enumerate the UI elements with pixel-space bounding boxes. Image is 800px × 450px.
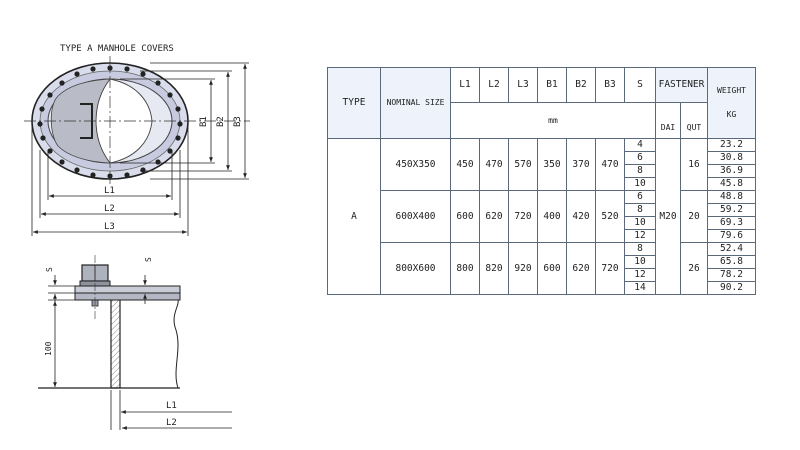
dim-label-l2: L2 (104, 204, 115, 214)
cell-qut: 20 (680, 190, 708, 243)
header-s: S (624, 67, 656, 103)
cell-weight: 30.8 (707, 151, 756, 165)
cell-b1: 350 (537, 138, 567, 191)
cell-b1: 400 (537, 190, 567, 243)
cell-type: A (327, 138, 381, 295)
cell-weight: 52.4 (707, 242, 756, 256)
top-view-vertical-dims (120, 62, 249, 180)
cell-b2: 370 (566, 138, 596, 191)
header-l1: L1 (450, 67, 480, 103)
header-l2: L2 (479, 67, 509, 103)
cell-s: 10 (624, 216, 656, 230)
cell-s: 6 (624, 151, 656, 165)
cell-l1: 450 (450, 138, 480, 191)
header-mm: mm (450, 102, 656, 139)
cell-weight: 48.8 (707, 190, 756, 204)
cell-l3: 720 (508, 190, 538, 243)
section-label-l1: L1 (166, 401, 177, 411)
cell-weight: 65.8 (707, 255, 756, 269)
table-row: 12 79.6 (328, 229, 756, 243)
cell-qut: 26 (680, 242, 708, 295)
cell-s: 10 (624, 177, 656, 191)
cell-b2: 420 (566, 190, 596, 243)
cell-weight: 36.9 (707, 164, 756, 178)
header-b3: B3 (595, 67, 625, 103)
cell-weight: 45.8 (707, 177, 756, 191)
header-qut: QUT (680, 102, 708, 139)
cell-b3: 520 (595, 190, 625, 243)
cell-s: 14 (624, 281, 656, 295)
cell-b1: 600 (537, 242, 567, 295)
dim-label-b2: B2 (216, 116, 226, 127)
cell-l2: 820 (479, 242, 509, 295)
cell-dai: M20 (655, 138, 681, 295)
dim-label-b1: B1 (199, 116, 209, 127)
cell-weight: 78.2 (707, 268, 756, 282)
section-label-s-left: S (45, 267, 54, 272)
header-nominal-size: NOMINAL SIZE (380, 67, 451, 139)
cell-b2: 620 (566, 242, 596, 295)
cell-weight: 79.6 (707, 229, 756, 243)
cell-nominal-size: 600X400 (380, 190, 451, 243)
header-l3: L3 (508, 67, 538, 103)
section-label-l2: L2 (166, 418, 177, 428)
table-row: 14 90.2 (328, 281, 756, 295)
cell-weight: 69.3 (707, 216, 756, 230)
cell-l3: 920 (508, 242, 538, 295)
section-label-100: 100 (44, 341, 53, 356)
cell-s: 6 (624, 190, 656, 204)
header-weight-label: WEIGHT (717, 86, 746, 95)
header-weight: WEIGHT KG (707, 67, 756, 139)
table-row: 10 65.8 (328, 255, 756, 269)
header-weight-unit: KG (726, 110, 737, 119)
header-b1: B1 (537, 67, 567, 103)
cell-s: 4 (624, 138, 656, 152)
section-label-s-right: S (144, 257, 153, 262)
cell-l1: 600 (450, 190, 480, 243)
dim-label-l3: L3 (104, 222, 115, 232)
cell-weight: 90.2 (707, 281, 756, 295)
manhole-section-view (38, 255, 181, 389)
cell-qut: 16 (680, 138, 708, 191)
cell-s: 8 (624, 164, 656, 178)
cell-s: 8 (624, 242, 656, 256)
header-type: TYPE (327, 67, 381, 139)
header-b2: B2 (566, 67, 596, 103)
section-s-dims (48, 275, 147, 387)
cell-weight: 59.2 (707, 203, 756, 217)
cell-s: 8 (624, 203, 656, 217)
cell-l3: 570 (508, 138, 538, 191)
cell-nominal-size: 450X350 (380, 138, 451, 191)
top-view-horizontal-dims (31, 125, 189, 236)
dim-label-b3: B3 (233, 116, 243, 127)
cell-nominal-size: 800X600 (380, 242, 451, 295)
cell-s: 12 (624, 268, 656, 282)
cell-l2: 620 (479, 190, 509, 243)
cell-b3: 720 (595, 242, 625, 295)
cell-weight: 23.2 (707, 138, 756, 152)
dim-label-l1: L1 (104, 186, 115, 196)
header-fastener: FASTENER (655, 67, 708, 103)
manhole-top-view (24, 56, 250, 184)
header-dai: DAI (655, 102, 681, 139)
cell-l2: 470 (479, 138, 509, 191)
cell-l1: 800 (450, 242, 480, 295)
spec-table: TYPE NOMINAL SIZE L1 L2 L3 B1 B2 B3 S FA… (327, 67, 756, 295)
cell-b3: 470 (595, 138, 625, 191)
drawing-title: TYPE A MANHOLE COVERS (60, 44, 174, 54)
cell-s: 12 (624, 229, 656, 243)
table-row: 10 69.3 (328, 216, 756, 230)
cell-s: 10 (624, 255, 656, 269)
section-horizontal-dims (110, 390, 232, 430)
